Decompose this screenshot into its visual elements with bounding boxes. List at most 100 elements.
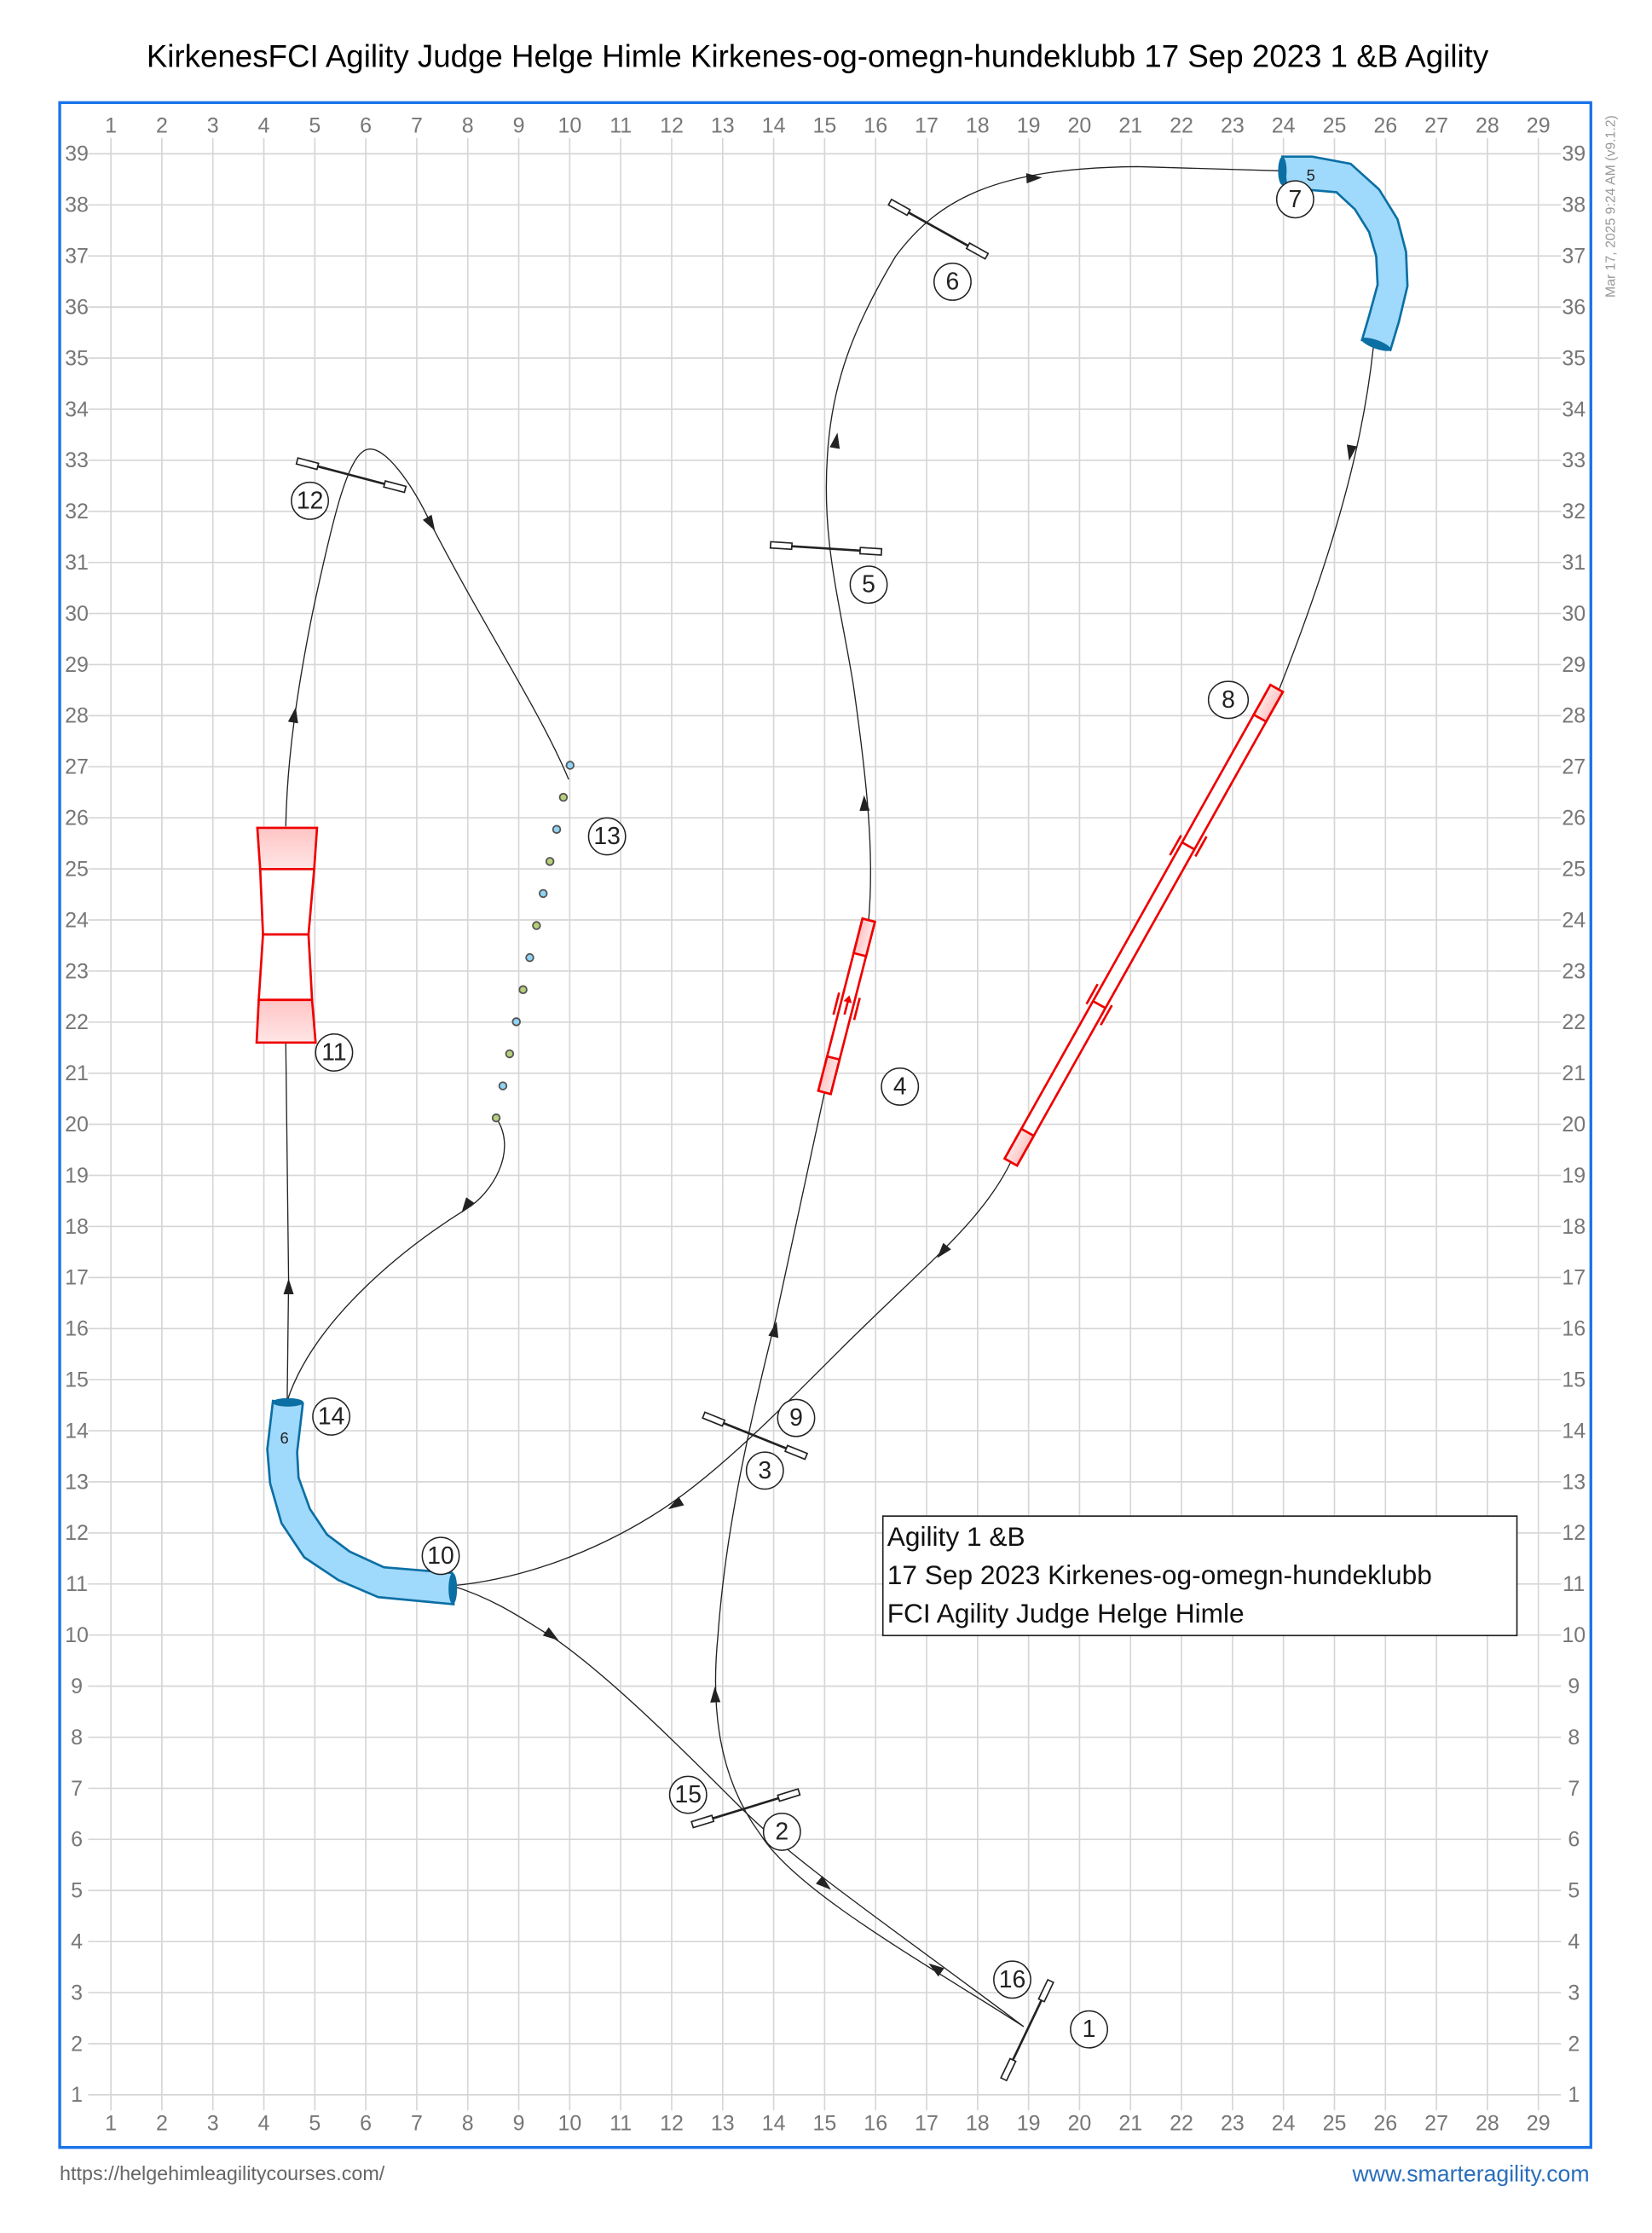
svg-text:14: 14 bbox=[318, 1403, 345, 1430]
y-axis-label-right: 20 bbox=[1562, 1113, 1586, 1137]
y-axis-label-right: 25 bbox=[1562, 857, 1586, 881]
tire-11[interactable] bbox=[255, 826, 319, 1044]
footer-right-link[interactable]: www.smarteragility.com bbox=[1351, 2161, 1589, 2187]
x-axis-label-top: 5 bbox=[309, 113, 321, 137]
x-axis-label-bottom: 14 bbox=[762, 2112, 786, 2136]
y-axis-label-right: 30 bbox=[1562, 602, 1586, 626]
y-axis-label-left: 12 bbox=[65, 1521, 89, 1545]
y-axis-label-left: 4 bbox=[71, 1930, 83, 1954]
y-axis-label-left: 35 bbox=[65, 346, 89, 370]
y-axis-label-right: 21 bbox=[1562, 1062, 1586, 1085]
y-axis-label-left: 32 bbox=[65, 500, 89, 524]
y-axis-label-left: 29 bbox=[65, 653, 89, 677]
y-axis-label-left: 11 bbox=[66, 1572, 88, 1596]
direction-arrow-icon bbox=[422, 514, 436, 531]
y-axis-label-left: 27 bbox=[65, 755, 89, 779]
svg-text:13: 13 bbox=[593, 823, 621, 850]
y-axis-label-left: 24 bbox=[65, 908, 89, 932]
direction-arrow-icon bbox=[461, 1197, 475, 1213]
y-axis-label-right: 18 bbox=[1562, 1215, 1586, 1239]
x-axis-label-top: 14 bbox=[762, 113, 786, 137]
direction-arrow-icon bbox=[667, 1496, 684, 1510]
direction-arrow-icon bbox=[287, 707, 298, 724]
tunnel-10-14[interactable]: 6 bbox=[266, 1397, 458, 1606]
y-axis-label-right: 2 bbox=[1568, 2032, 1580, 2056]
footer-left-link[interactable]: https://helgehimleagilitycourses.com/ bbox=[60, 2162, 385, 2184]
y-axis-label-right: 36 bbox=[1562, 295, 1586, 319]
jump-3-9[interactable] bbox=[702, 1411, 809, 1461]
dogwalk-8[interactable] bbox=[1001, 683, 1286, 1168]
x-axis-label-bottom: 24 bbox=[1272, 2112, 1296, 2136]
path-dogwalk-to-tunnel bbox=[452, 1161, 1012, 1587]
x-axis-label-top: 24 bbox=[1272, 113, 1296, 137]
y-axis-label-right: 9 bbox=[1568, 1675, 1580, 1698]
y-axis-label-left: 1 bbox=[71, 2083, 83, 2107]
x-axis-label-top: 4 bbox=[258, 113, 270, 137]
x-axis-label-top: 7 bbox=[411, 113, 423, 137]
jump-1-16[interactable] bbox=[1000, 1978, 1054, 2082]
y-axis-label-right: 10 bbox=[1562, 1623, 1586, 1647]
y-axis-label-right: 32 bbox=[1562, 500, 1586, 524]
weave-pole bbox=[558, 792, 569, 802]
y-axis-label-right: 33 bbox=[1562, 448, 1586, 472]
jump-2-15[interactable] bbox=[690, 1788, 801, 1829]
y-axis-label-right: 38 bbox=[1562, 194, 1586, 217]
svg-text:5: 5 bbox=[862, 571, 875, 599]
weave-poles-13[interactable] bbox=[491, 761, 575, 1123]
y-axis-label-right: 39 bbox=[1562, 142, 1586, 166]
svg-text:9: 9 bbox=[789, 1404, 803, 1432]
y-axis-label-left: 22 bbox=[65, 1010, 89, 1034]
number-4: 4 bbox=[881, 1067, 920, 1106]
tunnel-7[interactable]: 5 bbox=[1278, 155, 1409, 354]
y-axis-label-left: 21 bbox=[65, 1062, 89, 1085]
jump-wing bbox=[1000, 2057, 1017, 2082]
number-15: 15 bbox=[668, 1775, 708, 1814]
y-axis-label-left: 5 bbox=[71, 1879, 83, 1903]
y-axis-label-left: 18 bbox=[65, 1215, 89, 1239]
x-axis-label-top: 29 bbox=[1527, 113, 1551, 137]
x-axis-label-top: 2 bbox=[156, 113, 168, 137]
weave-pole bbox=[518, 985, 528, 995]
x-axis-label-bottom: 25 bbox=[1323, 2112, 1347, 2136]
weave-pole bbox=[539, 888, 548, 899]
weave-pole bbox=[545, 857, 555, 866]
direction-arrow-icon bbox=[710, 1686, 721, 1703]
jump-5[interactable] bbox=[769, 541, 883, 556]
jump-12[interactable] bbox=[295, 457, 407, 494]
jump-wing bbox=[783, 1444, 809, 1461]
x-axis-label-bottom: 13 bbox=[711, 2112, 735, 2136]
seesaw-4[interactable] bbox=[814, 917, 879, 1096]
y-axis-label-left: 14 bbox=[65, 1419, 89, 1443]
y-axis-label-right: 4 bbox=[1568, 1930, 1580, 1954]
jump-wing bbox=[690, 1814, 715, 1829]
axis-labels: 1122334455667788991010111112121313141415… bbox=[65, 113, 1586, 2135]
y-axis-label-right: 19 bbox=[1562, 1164, 1586, 1188]
number-6: 6 bbox=[933, 263, 972, 301]
svg-text:3: 3 bbox=[758, 1457, 771, 1484]
x-axis-label-top: 21 bbox=[1118, 113, 1142, 137]
y-axis-label-left: 20 bbox=[65, 1113, 89, 1137]
svg-text:11: 11 bbox=[321, 1038, 346, 1066]
y-axis-label-right: 34 bbox=[1562, 397, 1586, 421]
number-2: 2 bbox=[762, 1812, 801, 1851]
y-axis-label-left: 38 bbox=[65, 194, 89, 217]
y-axis-label-left: 28 bbox=[65, 704, 89, 728]
direction-arrow-icon bbox=[283, 1278, 294, 1294]
number-14: 14 bbox=[312, 1397, 351, 1436]
y-axis-label-right: 11 bbox=[1562, 1572, 1585, 1596]
jump-wing bbox=[702, 1411, 726, 1427]
path-weave-to-tunnel bbox=[286, 1117, 505, 1402]
direction-arrow-icon bbox=[542, 1627, 559, 1640]
x-axis-label-top: 11 bbox=[609, 113, 632, 137]
x-axis-label-top: 12 bbox=[660, 113, 684, 137]
y-axis-label-left: 31 bbox=[65, 551, 89, 575]
direction-arrow-icon bbox=[1025, 173, 1043, 184]
y-axis-label-left: 36 bbox=[65, 295, 89, 319]
x-axis-label-bottom: 27 bbox=[1424, 2112, 1448, 2136]
x-axis-label-top: 9 bbox=[513, 113, 525, 137]
jump-wing bbox=[383, 480, 407, 494]
jump-6[interactable] bbox=[887, 198, 990, 260]
x-axis-label-top: 23 bbox=[1221, 113, 1245, 137]
x-axis-label-top: 16 bbox=[864, 113, 887, 137]
